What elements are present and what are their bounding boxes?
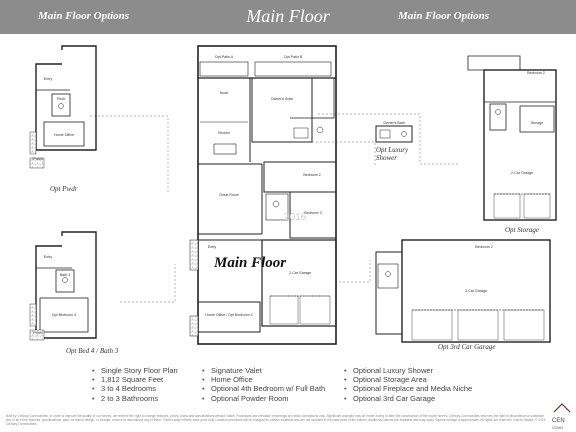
opt-luxury-shower-label: Opt Luxury Shower [376, 146, 409, 162]
feature-item: Optional Powder Room [202, 394, 325, 403]
opt-bed-bath-room-labels: Entry Bath 3 Opt Bedroom 4 Porch [33, 255, 76, 335]
room-label: Storage [531, 121, 544, 125]
room-label: Bedroom 3 [304, 211, 322, 215]
feature-item: Optional 4th Bedroom w/ Full Bath [202, 384, 325, 393]
room-label: Bedroom 2 [303, 173, 321, 177]
feature-item: Optional Luxury Shower [344, 366, 472, 375]
room-label: Kitchen [218, 131, 230, 135]
room-label: 3-Car Garage [465, 289, 487, 293]
features-column-1: Single Story Floor Plan 1,812 Square Fee… [92, 366, 178, 403]
feature-item: Single Story Floor Plan [92, 366, 178, 375]
left-header-title: Main Floor Options [38, 10, 130, 22]
feature-item: Signature Valet [202, 366, 325, 375]
century-communities-logo: CEN COMM [552, 398, 576, 432]
opt-pwdr-room-labels: Entry Pwdr Home Office Porch [33, 77, 74, 161]
logo-subtext: COMM [552, 426, 563, 430]
opt-storage-label: Opt Storage [505, 226, 540, 234]
room-label: Bath 3 [60, 273, 70, 277]
room-label: Opt Patio A [215, 55, 234, 59]
opt-3rd-car-garage-room-labels: Bedroom 2 3-Car Garage [465, 245, 493, 293]
room-label: Porch [33, 157, 42, 161]
logo-text: CEN [552, 418, 565, 424]
main-floor-plan-label: Main Floor [214, 255, 287, 271]
features-column-2: Signature Valet Home Office Optional 4th… [202, 366, 325, 403]
center-header-title: Main Floor [246, 6, 330, 26]
feature-item: Optional Fireplace and Media Niche [344, 384, 472, 393]
room-label: Owner's Bath [383, 121, 404, 125]
opt-storage-plan [467, 55, 557, 221]
room-label: Nook [220, 91, 229, 95]
room-label: Bedroom 2 [527, 71, 545, 75]
option-connector-lines [90, 113, 460, 303]
feature-item: 1,812 Square Feet [92, 375, 178, 384]
room-label: Opt Patio B [284, 55, 303, 59]
header-bar: Main Floor Options Main Floor Main Floor… [0, 0, 576, 34]
right-header-title: Main Floor Options [398, 10, 490, 22]
opt-3rd-car-garage-label: Opt 3rd Car Garage [438, 343, 496, 351]
room-label: Home Office [54, 133, 74, 137]
feature-item: Optional Storage Area [344, 375, 472, 384]
opt-bed-bath-plan [29, 231, 97, 341]
opt-pwdr-plan [29, 45, 97, 169]
opt-3rd-car-garage-plan [375, 239, 551, 343]
room-label: 2-Car Garage [511, 171, 533, 175]
room-label: Home Office / Opt Bedroom 4 [205, 313, 252, 317]
feature-item: Home Office [202, 375, 325, 384]
floor-plan-drawing: Opt Patio A Opt Patio B Owner's Suite No… [29, 45, 557, 345]
room-label: Entry [44, 255, 53, 259]
feature-item: Optional 3rd Car Garage [344, 394, 472, 403]
opt-luxury-shower-plan [375, 125, 413, 143]
room-label: Pwdr [57, 97, 66, 101]
opt-storage-room-labels: Bedroom 2 Storage 2-Car Garage [511, 71, 545, 175]
legal-disclaimer: Built by Century Communities, in order t… [6, 414, 546, 426]
watermark-text: 2016 [284, 212, 307, 223]
features-column-3: Optional Luxury Shower Optional Storage … [344, 366, 472, 403]
room-label: Entry [44, 77, 53, 81]
room-label: 2-Car Garage [289, 271, 311, 275]
feature-item: 2 to 3 Bathrooms [92, 394, 178, 403]
room-label: Bedroom 2 [475, 245, 493, 249]
opt-bed-bath-label: Opt Bed 4 / Bath 3 [66, 347, 119, 355]
room-label: Porch [33, 331, 42, 335]
main-floor-plan [189, 45, 337, 345]
room-label: Great Room [219, 193, 239, 197]
room-label: Opt Bedroom 4 [52, 313, 76, 317]
opt-pwdr-label: Opt Pwdr [50, 185, 78, 193]
room-label: Owner's Suite [271, 97, 293, 101]
feature-item: 3 to 4 Bedrooms [92, 384, 178, 393]
room-label: Entry [208, 245, 217, 249]
main-floor-room-labels: Opt Patio A Opt Patio B Owner's Suite No… [205, 55, 321, 317]
